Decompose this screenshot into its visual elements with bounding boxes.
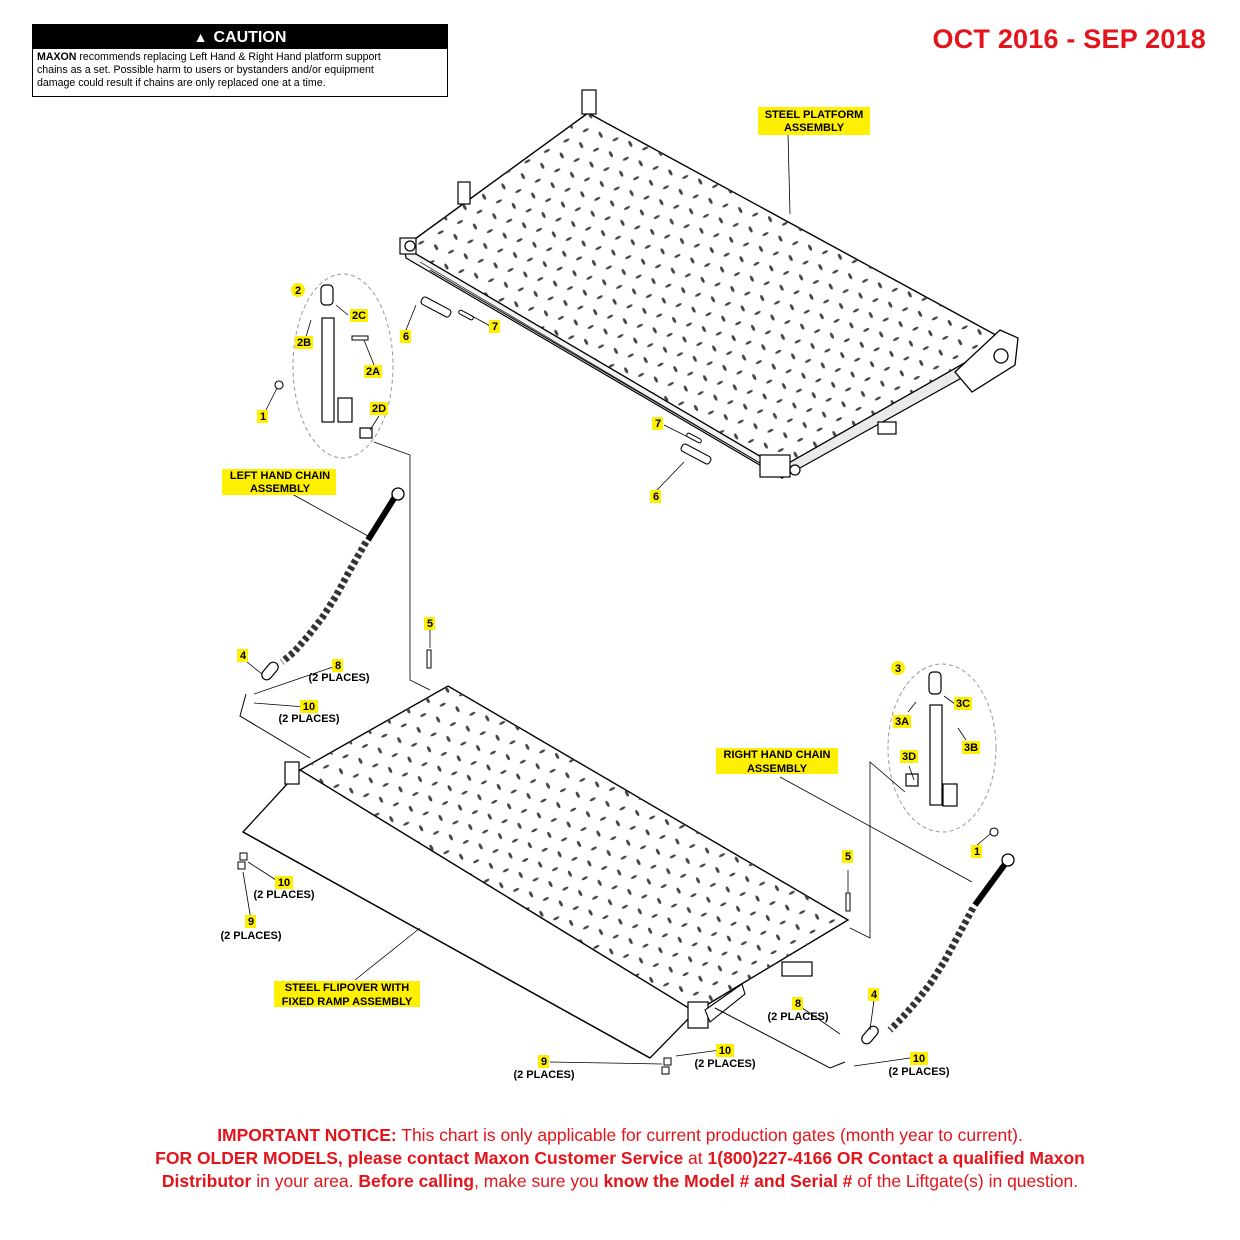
steel-platform-assembly — [399, 89, 1019, 480]
callout-10-left: 10 — [303, 701, 315, 713]
callout-3a: 3A — [895, 716, 909, 728]
caution-line-2: chains as a set. Possible harm to users … — [37, 64, 374, 76]
right-link-assembly — [887, 663, 999, 837]
places-8-right: (2 PLACES) — [767, 1011, 828, 1023]
places-9-ramp: (2 PLACES) — [220, 930, 281, 942]
label-left-chain: LEFT HAND CHAIN — [230, 470, 330, 482]
notice-line-2: FOR OLDER MODELS, please contact Maxon C… — [0, 1147, 1240, 1170]
label-flipover: STEEL FLIPOVER WITH — [285, 982, 410, 994]
notice-before-calling: Before calling — [358, 1171, 475, 1191]
caution-brand: MAXON — [37, 51, 77, 63]
callout-2c: 2C — [352, 310, 366, 322]
notice-important-text: This chart is only applicable for curren… — [396, 1125, 1023, 1145]
exploded-parts-diagram: STEEL PLATFORM ASSEMBLY LEFT HAND CHAIN … — [220, 89, 1019, 1081]
notice-phone: 1(800)227-4166 OR Contact a qualified Ma… — [707, 1148, 1085, 1168]
date-range: OCT 2016 - SEP 2018 — [932, 24, 1206, 54]
warning-triangle-icon: ▲ — [193, 29, 208, 45]
label-left-chain-2: ASSEMBLY — [250, 483, 311, 495]
right-hand-chain-assembly — [714, 853, 1015, 1069]
notice-older-label: FOR OLDER MODELS, please contact Maxon C… — [155, 1148, 684, 1168]
caution-title: CAUTION — [213, 29, 287, 46]
callout-6-upper: 6 — [403, 331, 409, 343]
callout-1-left: 1 — [260, 411, 266, 423]
caution-header: ▲ CAUTION — [33, 25, 447, 49]
notice-in-area: in your area. — [251, 1171, 359, 1191]
callout-3d: 3D — [902, 751, 916, 763]
callout-9-right: 9 — [541, 1056, 547, 1068]
callout-2b: 2B — [297, 337, 311, 349]
callout-3: 3 — [895, 663, 901, 675]
callout-2: 2 — [295, 285, 301, 297]
label-flipover-2: FIXED RAMP ASSEMBLY — [282, 996, 413, 1008]
callout-3c: 3C — [956, 698, 970, 710]
places-8-left: (2 PLACES) — [308, 672, 369, 684]
notice-line-3: Distributor in your area. Before calling… — [0, 1170, 1240, 1193]
callout-10-right: 10 — [913, 1053, 925, 1065]
callout-5-right: 5 — [845, 851, 851, 863]
places-10-right: (2 PLACES) — [888, 1066, 949, 1078]
callout-1-right: 1 — [974, 846, 980, 858]
callout-7-lower: 7 — [655, 418, 661, 430]
callout-8-right: 8 — [795, 998, 801, 1010]
callout-10-ramp-right: 10 — [719, 1045, 731, 1057]
callout-5-left: 5 — [427, 618, 433, 630]
label-right-chain: RIGHT HAND CHAIN — [724, 749, 831, 761]
notice-line-1: IMPORTANT NOTICE: This chart is only app… — [0, 1124, 1240, 1147]
important-notice: IMPORTANT NOTICE: This chart is only app… — [0, 1124, 1240, 1193]
places-10-left: (2 PLACES) — [278, 713, 339, 725]
steel-flipover-ramp-assembly — [241, 685, 850, 1059]
label-right-chain-2: ASSEMBLY — [747, 763, 808, 775]
callout-4-left: 4 — [240, 650, 247, 662]
notice-make-sure: , make sure you — [474, 1171, 604, 1191]
label-steel-platform-2: ASSEMBLY — [784, 122, 845, 134]
hardware-small — [237, 649, 851, 1075]
callout-labels: STEEL PLATFORM ASSEMBLY LEFT HAND CHAIN … — [220, 107, 982, 1081]
caution-line-3: damage could result if chains are only r… — [37, 77, 326, 89]
callout-2d: 2D — [372, 403, 386, 415]
pins-upper — [420, 296, 712, 465]
callout-6-lower: 6 — [653, 491, 659, 503]
notice-of-liftgate: of the Liftgate(s) in question. — [852, 1171, 1079, 1191]
callout-8-left: 8 — [335, 660, 341, 672]
callout-10-ramp: 10 — [278, 877, 290, 889]
notice-know-model: know the Model # and Serial # — [603, 1171, 853, 1191]
label-steel-platform: STEEL PLATFORM — [765, 109, 864, 121]
callout-4-right: 4 — [871, 989, 878, 1001]
callout-3b: 3B — [964, 742, 978, 754]
places-10-ramp-right: (2 PLACES) — [694, 1058, 755, 1070]
caution-box: ▲ CAUTION MAXON recommends replacing Left… — [32, 24, 448, 97]
places-9-right: (2 PLACES) — [513, 1069, 574, 1081]
places-10-ramp: (2 PLACES) — [253, 889, 314, 901]
notice-important-label: IMPORTANT NOTICE: — [217, 1125, 397, 1145]
notice-distributor: Distributor — [161, 1171, 252, 1191]
callout-2a: 2A — [366, 366, 380, 378]
caution-text: MAXON recommends replacing Left Hand & R… — [33, 49, 447, 90]
caution-line-1: recommends replacing Left Hand & Right H… — [76, 51, 381, 63]
left-link-assembly — [274, 273, 394, 459]
callout-9-ramp: 9 — [248, 916, 254, 928]
notice-older-at: at — [683, 1148, 708, 1168]
left-hand-chain-assembly — [239, 487, 405, 759]
callout-7-upper: 7 — [492, 321, 498, 333]
